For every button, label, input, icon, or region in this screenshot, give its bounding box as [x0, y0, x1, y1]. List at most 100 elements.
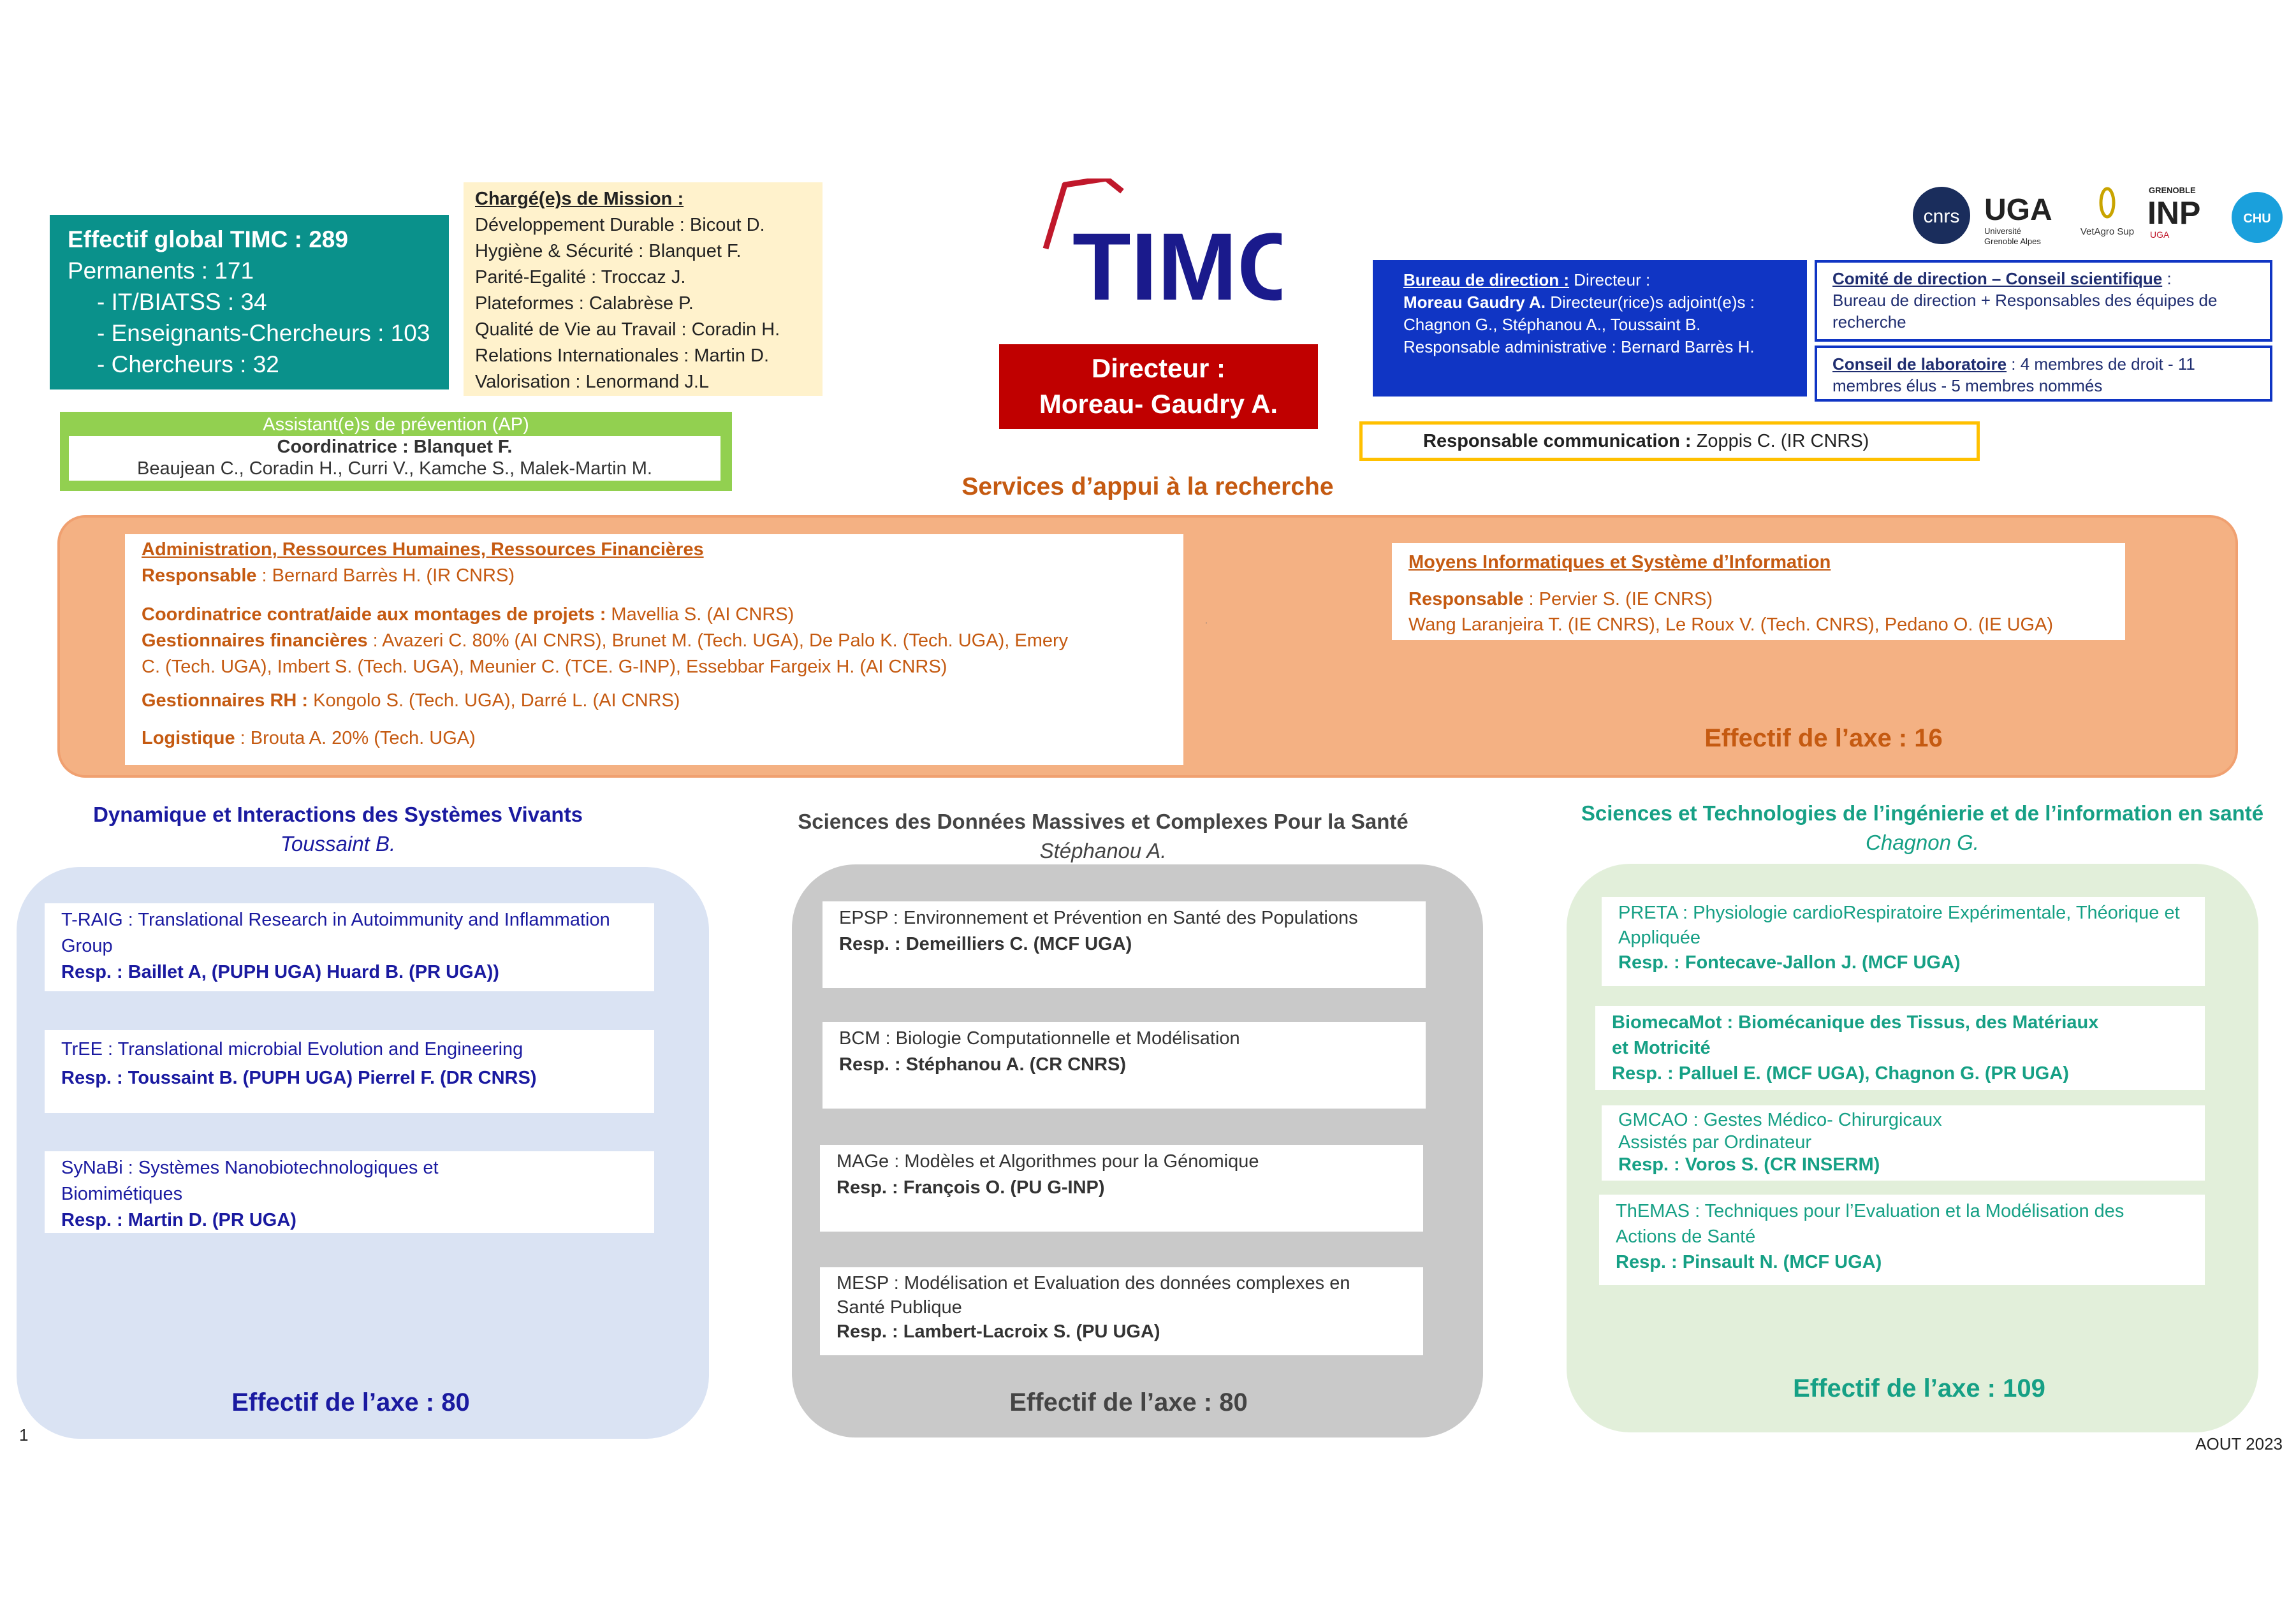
team-name: MESP : Modélisation et Evaluation des do…	[837, 1273, 1350, 1318]
axe2-title: Sciences des Données Massives et Complex…	[798, 810, 1408, 833]
axe1-header: Dynamique et Interactions des Systèmes V…	[19, 800, 657, 859]
admin-service-box: Administration, Ressources Humaines, Res…	[125, 534, 1183, 765]
bureau-adjoints: Chagnon G., Stéphanou A., Toussaint B.	[1403, 315, 1701, 334]
document-date: AOUT 2023	[2195, 1434, 2283, 1453]
director-name: Moreau- Gaudry A.	[1039, 389, 1278, 419]
mission-item: Relations Internationales : Martin D.	[475, 346, 769, 366]
mission-item: Parité-Egalité : Troccaz J.	[475, 267, 686, 287]
svg-text:INP: INP	[2147, 195, 2200, 231]
admin-coord-label: Coordinatrice contrat/aide aux montages …	[142, 604, 606, 625]
team-name: SyNaBi : Systèmes Nanobiotechnologiques …	[61, 1158, 439, 1204]
axe2-effectif: Effectif de l’axe : 80	[1009, 1388, 1248, 1416]
admin-resp-value: : Bernard Barrès H. (IR CNRS)	[256, 565, 515, 586]
svg-text:UGA: UGA	[2150, 229, 2170, 240]
bureau-director-label: Directeur :	[1569, 270, 1651, 289]
cnrs-logo: cnrs	[1913, 187, 1970, 244]
team-box: MAGe : Modèles et Algorithmes pour la Gé…	[820, 1145, 1423, 1232]
svg-text:Université: Université	[1984, 226, 2021, 236]
admin-gf-label: Gestionnaires financières	[142, 630, 368, 651]
services-title: Services d’appui à la recherche	[962, 473, 1334, 500]
mission-item: Hygiène & Sécurité : Blanquet F.	[475, 241, 742, 261]
admin-log-label: Logistique	[142, 728, 235, 748]
team-box: GMCAO : Gestes Médico- Chirurgicaux Assi…	[1602, 1105, 2205, 1181]
team-box: T-RAIG : Translational Research in Autoi…	[45, 903, 654, 991]
admin-gf-value: : Avazeri C. 80% (AI CNRS), Brunet M. (T…	[142, 630, 1069, 677]
effectif-global-box: Effectif global TIMC : 289 Permanents : …	[50, 215, 449, 389]
svg-text:VetAgro Sup: VetAgro Sup	[2080, 226, 2134, 237]
team-name: MAGe : Modèles et Algorithmes pour la Gé…	[837, 1151, 1259, 1172]
svg-text:UGA: UGA	[1984, 193, 2052, 227]
admin-log-value: : Brouta A. 20% (Tech. UGA)	[235, 728, 476, 748]
team-name: GMCAO : Gestes Médico- Chirurgicaux Assi…	[1618, 1110, 1942, 1153]
mission-box: Chargé(e)s de Mission : Développement Du…	[464, 182, 823, 396]
admin-rh-label: Gestionnaires RH :	[142, 690, 309, 711]
moyens-title: Moyens Informatiques et Système d’Inform…	[1408, 552, 1831, 572]
admin-coord-value: Mavellia S. (AI CNRS)	[606, 604, 794, 625]
team-resp: Resp. : François O. (PU G-INP)	[837, 1177, 1105, 1198]
team-name: BCM : Biologie Computationnelle et Modél…	[839, 1028, 1240, 1049]
moyens-resp-label: Responsable	[1408, 589, 1524, 609]
effectif-chercheurs: - Chercheurs : 32	[97, 351, 279, 377]
axe3-lead: Chagnon G.	[1866, 831, 1979, 854]
bureau-title: Bureau de direction :	[1403, 270, 1570, 289]
svg-text:GRENOBLE: GRENOBLE	[2149, 186, 2196, 195]
director-label: Directeur :	[1091, 353, 1226, 383]
axe3-header: Sciences et Technologies de l’ingénierie…	[1549, 799, 2295, 857]
conseil-text: : 4 membres de droit - 11 membres élus -…	[1832, 354, 2195, 395]
team-resp: Resp. : Fontecave-Jallon J. (MCF UGA)	[1618, 952, 1961, 973]
ap-coordinatrice: Coordinatrice : Blanquet F.	[277, 437, 513, 457]
axe2-header: Sciences des Données Massives et Complex…	[784, 807, 1422, 866]
uga-logo: UGA Université Grenoble Alpes	[1984, 193, 2052, 246]
team-name: PRETA : Physiologie cardioRespiratoire E…	[1618, 903, 2180, 948]
ap-members: Beaujean C., Coradin H., Curri V., Kamch…	[136, 458, 652, 479]
conseil-laboratoire-box: Conseil de laboratoire : 4 membres de dr…	[1815, 346, 2272, 402]
team-resp: Resp. : Stéphanou A. (CR CNRS)	[839, 1054, 1127, 1075]
team-resp: Resp. : Demeilliers C. (MCF UGA)	[839, 934, 1132, 954]
grenoble-inp-logo: GRENOBLE INP UGA	[2147, 186, 2200, 240]
effectif-global-title: Effectif global TIMC : 289	[68, 226, 348, 252]
mission-title: Chargé(e)s de Mission :	[475, 189, 684, 209]
effectif-it-biatss: - IT/BIATSS : 34	[97, 289, 267, 315]
comite-title: Comité de direction – Conseil scientifiq…	[1832, 269, 2163, 288]
bureau-adjoints-label: Directeur(rice)s adjoint(e)s :	[1545, 293, 1755, 312]
team-resp: Resp. : Baillet A, (PUPH UGA) Huard B. (…	[61, 962, 499, 982]
comite-direction-box: Comité de direction – Conseil scientifiq…	[1815, 260, 2272, 342]
mission-item: Plateformes : Calabrèse P.	[475, 293, 694, 314]
team-box: MESP : Modélisation et Evaluation des do…	[820, 1267, 1423, 1355]
effectif-enseignants: - Enseignants-Chercheurs : 103	[97, 320, 430, 346]
svg-text:CHU: CHU	[2243, 212, 2270, 226]
ap-title: Assistant(e)s de prévention (AP)	[263, 414, 529, 435]
admin-resp-label: Responsable	[142, 565, 257, 586]
axe3-title: Sciences et Technologies de l’ingénierie…	[1581, 801, 2264, 825]
communication-label: Responsable communication :	[1423, 431, 1692, 451]
svg-text:Grenoble Alpes: Grenoble Alpes	[1984, 237, 2041, 246]
partner-logos: cnrs UGA Université Grenoble Alpes VetAg…	[1913, 180, 2289, 251]
timc-logo-text: TIMC	[1072, 213, 1282, 320]
team-resp: Resp. : Voros S. (CR INSERM)	[1618, 1154, 1880, 1175]
axe1-lead: Toussaint B.	[280, 832, 396, 855]
services-effectif: Effectif de l’axe : 16	[1704, 724, 1943, 752]
team-resp: Resp. : Palluel E. (MCF UGA), Chagnon G.…	[1612, 1063, 2069, 1084]
comite-suffix: :	[2162, 269, 2172, 288]
bureau-direction-box: Bureau de direction : Directeur : Moreau…	[1373, 260, 1807, 397]
team-name: BiomecaMot : Biomécanique des Tissus, de…	[1612, 1012, 2099, 1058]
axe2-lead: Stéphanou A.	[1039, 839, 1167, 862]
director-box: Directeur : Moreau- Gaudry A.	[999, 344, 1318, 429]
team-resp: Resp. : Lambert-Lacroix S. (PU UGA)	[837, 1321, 1160, 1342]
team-box: EPSP : Environnement et Prévention en Sa…	[823, 901, 1426, 988]
mission-item: Développement Durable : Bicout D.	[475, 215, 765, 235]
conseil-title: Conseil de laboratoire	[1832, 354, 2007, 374]
admin-rh-value: Kongolo S. (Tech. UGA), Darré L. (AI CNR…	[308, 690, 680, 711]
comite-text: Bureau de direction + Responsables des é…	[1832, 291, 2218, 331]
ap-members-box: Coordinatrice : Blanquet F. Beaujean C.,…	[69, 436, 720, 481]
moyens-members: Wang Laranjeira T. (IE CNRS), Le Roux V.…	[1408, 615, 2054, 635]
admin-title: Administration, Ressources Humaines, Res…	[142, 539, 704, 560]
team-resp: Resp. : Pinsault N. (MCF UGA)	[1616, 1252, 1882, 1272]
team-box: TrEE : Translational microbial Evolution…	[45, 1030, 654, 1113]
team-name: EPSP : Environnement et Prévention en Sa…	[839, 908, 1358, 928]
axe3-effectif: Effectif de l’axe : 109	[1793, 1374, 2045, 1402]
assistants-prevention-box: Assistant(e)s de prévention (AP) Coordin…	[60, 412, 732, 491]
team-name: ThEMAS : Techniques pour l’Evaluation et…	[1616, 1201, 2124, 1247]
team-box: BCM : Biologie Computationnelle et Modél…	[823, 1022, 1426, 1109]
moyens-resp-value: : Pervier S. (IE CNRS)	[1523, 589, 1713, 609]
